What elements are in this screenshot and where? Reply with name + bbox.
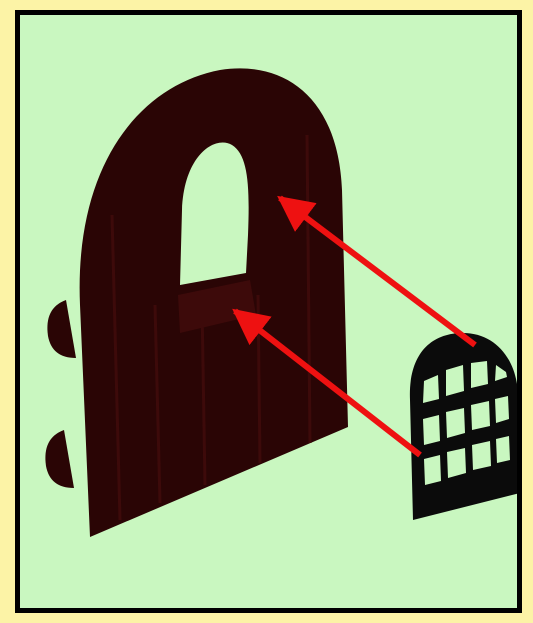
lattice-window-icon xyxy=(410,333,517,520)
hinge-bottom xyxy=(45,430,74,488)
arched-door-icon xyxy=(45,68,348,537)
assembly-diagram xyxy=(20,15,517,608)
instruction-panel xyxy=(15,10,522,613)
grille-frame xyxy=(410,333,517,520)
hinge-top xyxy=(47,300,76,358)
